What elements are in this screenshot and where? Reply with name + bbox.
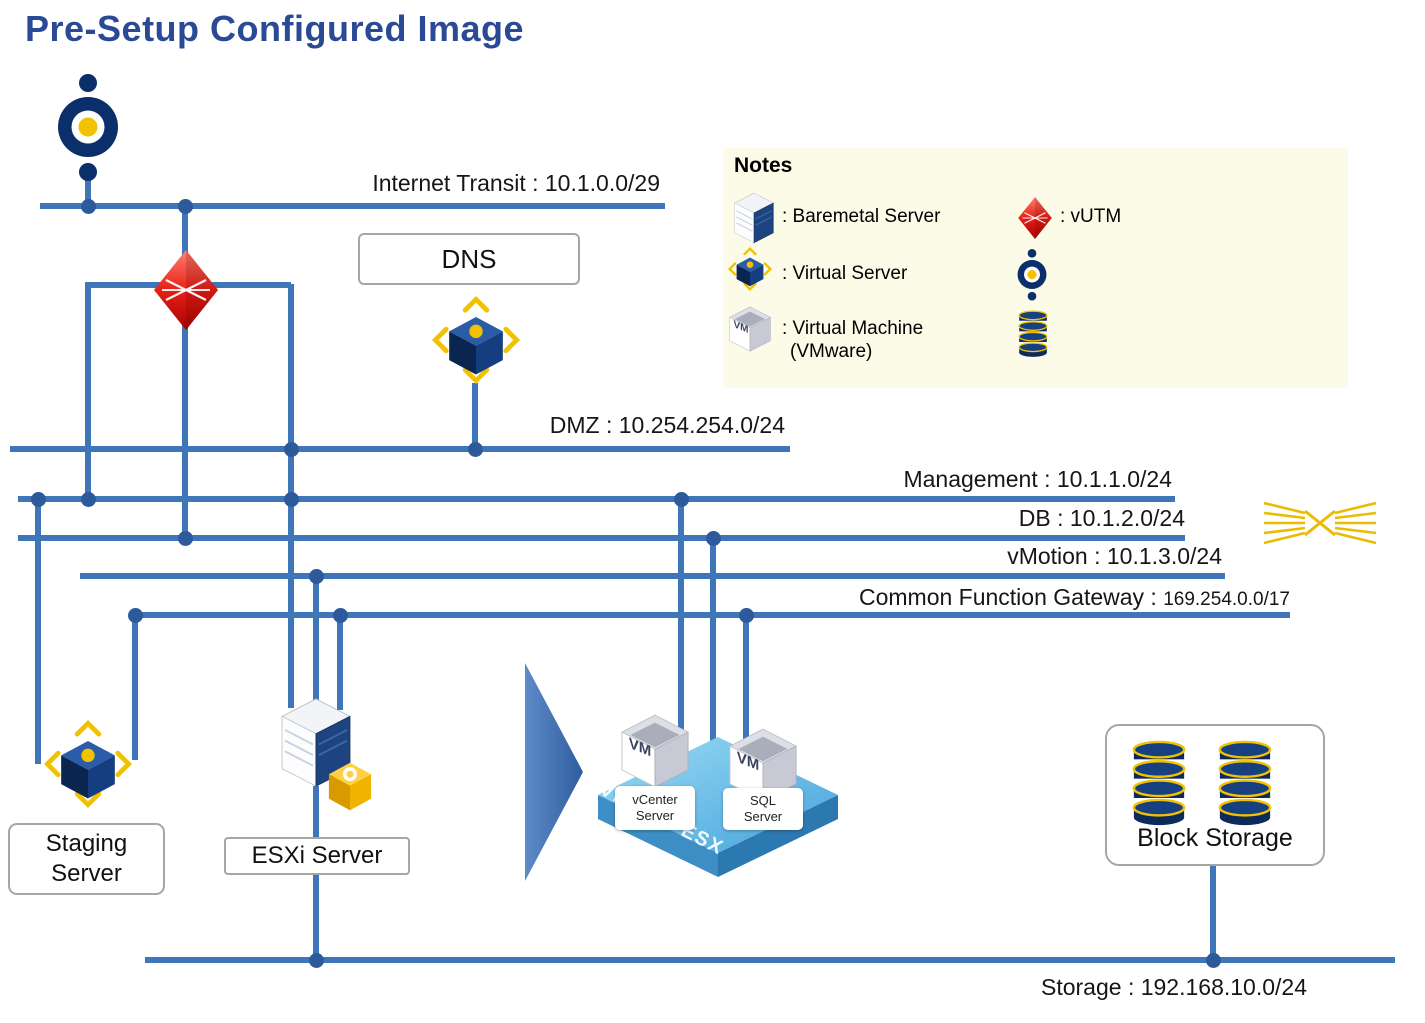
junction-dot	[284, 442, 299, 457]
cfg-label-cidr: 169.254.0.0/17	[1163, 589, 1290, 610]
legend-virtual-server-icon	[727, 246, 773, 292]
db-platform-link-line	[710, 537, 716, 745]
block-storage-disk-icon	[1128, 740, 1190, 827]
block-storage-box: Block Storage	[1105, 724, 1325, 866]
junction-dot	[81, 199, 96, 214]
cfg-label: Common Function Gateway : 169.254.0.0/17	[778, 584, 1290, 611]
sql-server-chip-label: SQL Server	[743, 792, 783, 824]
vmotion-label: vMotion : 10.1.3.0/24	[1007, 543, 1222, 569]
legend-baremetal-label: : Baremetal Server	[782, 206, 941, 227]
block-storage-link-line	[1210, 862, 1216, 960]
legend-baremetal-icon	[734, 192, 774, 245]
junction-dot	[284, 492, 299, 507]
legend-vm-label-line2: (VMware)	[790, 341, 873, 362]
dmz-label: DMZ : 10.254.254.0/24	[549, 412, 785, 438]
internet-transit-label: Internet Transit : 10.1.0.0/29	[372, 170, 660, 196]
dns-server-icon	[430, 294, 522, 386]
internet-icon	[53, 72, 123, 184]
management-label: Management : 10.1.1.0/24	[903, 466, 1172, 492]
junction-dot	[178, 531, 193, 546]
storage-label: Storage : 192.168.10.0/24	[1041, 974, 1307, 1000]
junction-dot	[468, 442, 483, 457]
junction-dot	[309, 569, 324, 584]
internet-link-line	[85, 166, 91, 208]
legend-vm-label-line1: : Virtual Machine	[782, 318, 924, 339]
legend-vutm-label: : vUTM	[1060, 206, 1122, 227]
page-title: Pre-Setup Configured Image	[25, 8, 525, 49]
db-line	[18, 535, 1185, 541]
vcenter-link-line	[678, 498, 684, 730]
block-storage-disk-icon	[1214, 740, 1276, 827]
vcenter-server-chip-label: vCenter Server	[632, 791, 678, 823]
internet-transit-line	[40, 203, 665, 209]
sql-link-line	[743, 614, 749, 766]
junction-dot	[1206, 953, 1221, 968]
dmz-line	[10, 446, 790, 452]
esxi-right-link-line	[337, 614, 343, 710]
legend-disk-icon	[1016, 310, 1050, 358]
junction-dot	[31, 492, 46, 507]
vutm-icon	[152, 248, 220, 332]
dns-link-line	[472, 383, 478, 449]
migration-arrow-icon	[525, 663, 583, 881]
esxi-vm-badge-icon	[327, 761, 373, 812]
db-label: DB : 10.1.2.0/24	[1018, 505, 1185, 531]
vutm-left-link-line	[85, 284, 91, 499]
esxi-server-box: ESXi Server	[224, 837, 410, 875]
staging-server-icon	[42, 718, 134, 810]
staging-right-link-line	[132, 613, 138, 760]
junction-dot	[81, 492, 96, 507]
dns-node-box: DNS	[358, 233, 580, 285]
junction-dot	[674, 492, 689, 507]
junction-dot	[309, 953, 324, 968]
junction-dot	[739, 608, 754, 623]
cfg-label-prefix: Common Function Gateway :	[858, 584, 1164, 610]
notes-title: Notes	[734, 154, 793, 177]
junction-dot	[706, 531, 721, 546]
storage-line	[145, 957, 1395, 963]
legend-virtual-server-label: : Virtual Server	[782, 263, 908, 284]
vutm-link-line	[182, 205, 188, 541]
staging-left-link-line	[35, 498, 41, 764]
sql-server-chip: SQL Server	[723, 788, 803, 830]
staging-server-box: Staging Server	[8, 823, 165, 895]
junction-dot	[128, 608, 143, 623]
router-icon	[1264, 497, 1376, 549]
vmotion-line	[80, 573, 1225, 579]
vcenter-server-chip: vCenter Server	[615, 786, 695, 830]
legend-vutm-icon	[1017, 196, 1053, 240]
junction-dot	[178, 199, 193, 214]
management-line	[18, 496, 1175, 502]
junction-dot	[333, 608, 348, 623]
esxi-mid-link-line	[313, 575, 319, 708]
legend-internet-icon	[1015, 248, 1049, 302]
